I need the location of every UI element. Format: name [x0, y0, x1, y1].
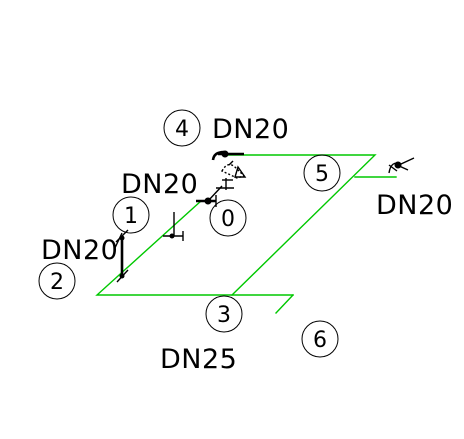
node-label-6: 6 [313, 328, 327, 353]
valve-node-0 [196, 178, 234, 207]
diameter-label-left-upper: DN20 [121, 169, 198, 200]
diameter-labels: DN20 DN20 DN20 DN20 DN25 [41, 114, 453, 375]
node-label-3: 3 [217, 303, 231, 328]
node-marker-4: 4 [163, 109, 201, 147]
node-marker-1: 1 [112, 196, 150, 234]
node-marker-5: 5 [303, 154, 341, 192]
diameter-label-right: DN20 [376, 190, 453, 221]
pipe-network [95, 154, 397, 314]
diameter-label-top: DN20 [212, 114, 289, 145]
pipe-left-loop [95, 200, 294, 296]
node-marker-2: 2 [38, 262, 76, 300]
node-marker-6: 6 [301, 320, 339, 358]
node-label-0: 0 [221, 207, 235, 232]
tee-fitting-center [163, 212, 184, 241]
check-valve-symbol [221, 160, 247, 179]
valve-node-4 [211, 150, 244, 161]
node-label-5: 5 [315, 162, 329, 187]
fittings [113, 150, 415, 283]
diameter-label-bottom: DN25 [160, 344, 237, 375]
valve-right-branch [388, 157, 415, 174]
node-marker-0: 0 [209, 199, 247, 237]
node-label-2: 2 [50, 270, 64, 295]
node-marker-3: 3 [205, 295, 243, 333]
pipe-right-loop [223, 154, 377, 296]
node-label-1: 1 [124, 204, 138, 229]
node-markers: 0 1 2 3 4 5 6 [38, 109, 341, 358]
diameter-label-left: DN20 [41, 235, 118, 266]
node-label-4: 4 [175, 117, 189, 142]
pipe-bottom-stub [275, 294, 294, 314]
riser-valve-left [113, 229, 129, 283]
